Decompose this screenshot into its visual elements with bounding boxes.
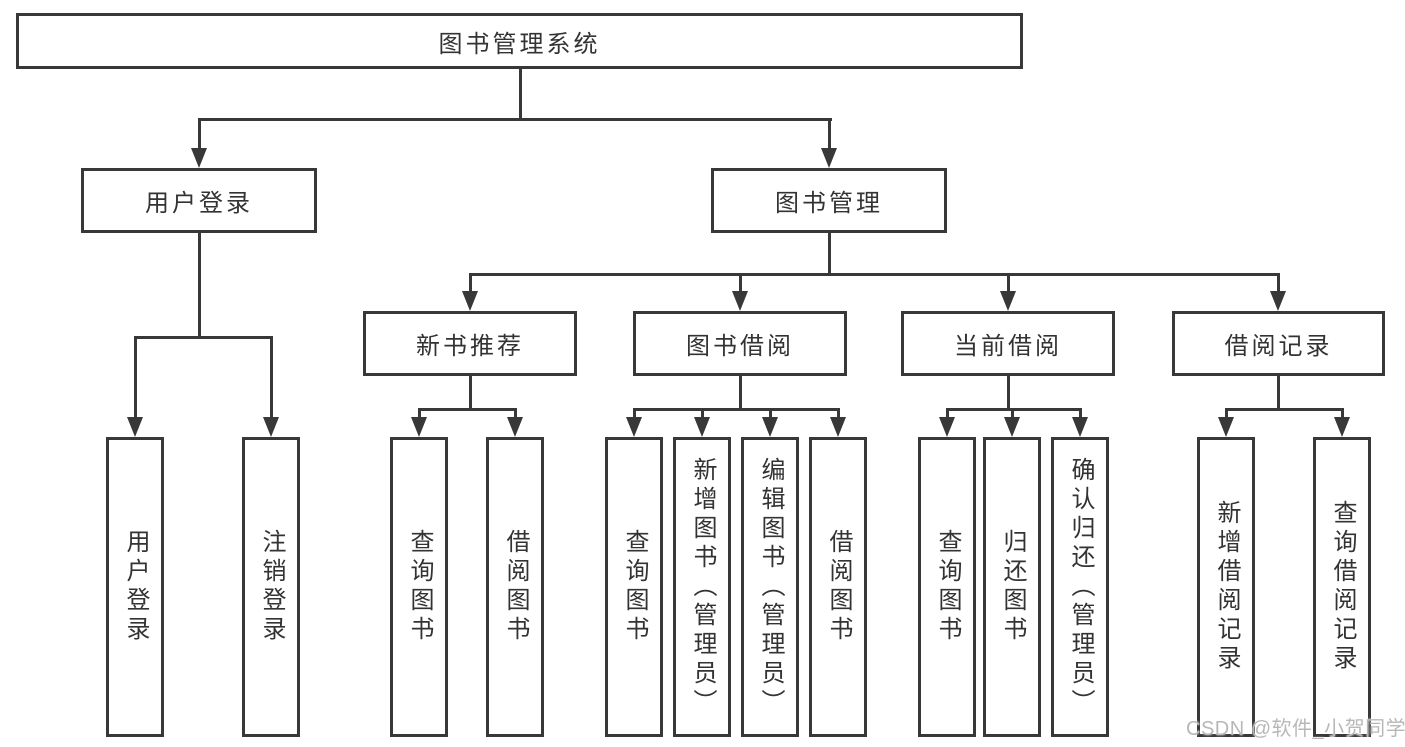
leaf-borrow-book-recommend: 借阅图书 (486, 437, 544, 737)
node-current-borrowing: 当前借阅 (901, 311, 1115, 376)
leaf-user-login: 用户登录 (106, 437, 164, 737)
connector-nb-leaf2-shaft (514, 408, 517, 420)
leaf-query-book-recommend: 查询图书 (390, 437, 448, 737)
arrowhead-cb-leaf3 (1072, 417, 1088, 437)
arrowhead-bb-leaf1 (626, 417, 642, 437)
connector-level2-rail (198, 118, 832, 121)
node-current-borrowing-label: 当前借阅 (954, 333, 1062, 360)
leaf-confirm-return-admin: 确认归还（管理员） (1051, 437, 1109, 737)
leaf-query-book-borrowing-label: 查询图书 (621, 529, 648, 645)
arrowhead-leaf-user-login (127, 417, 143, 437)
node-book-borrowing: 图书借阅 (633, 311, 847, 376)
node-borrow-records-label: 借阅记录 (1224, 333, 1333, 360)
arrowhead-book-management (821, 148, 837, 168)
leaf-add-borrow-record: 新增借阅记录 (1197, 437, 1255, 737)
connector-book-management-shaft (828, 118, 831, 151)
connector-current-borrowing-stem (1007, 376, 1010, 411)
connector-br-leaf2-shaft (1341, 408, 1344, 420)
leaf-return-book-label: 归还图书 (999, 529, 1026, 645)
arrowhead-cb-leaf1 (939, 417, 955, 437)
node-root-label: 图书管理系统 (438, 30, 601, 58)
arrowhead-cb-leaf2 (1004, 417, 1020, 437)
leaf-borrow-book-borrowing: 借阅图书 (809, 437, 867, 737)
connector-bb-leaf4-shaft (837, 408, 840, 420)
connector-book-borrowing-shaft (739, 273, 742, 293)
connector-new-book-rail (418, 408, 517, 411)
arrowhead-current-borrowing (1000, 291, 1016, 311)
node-book-management: 图书管理 (711, 168, 947, 233)
leaf-query-book-current-label: 查询图书 (934, 529, 961, 645)
connector-borrow-records-rail (1225, 408, 1344, 411)
connector-bb-leaf2-shaft (701, 408, 704, 420)
leaf-edit-book-admin: 编辑图书（管理员） (741, 437, 799, 737)
leaf-confirm-return-admin-label: 确认归还（管理员） (1067, 456, 1094, 718)
leaf-return-book: 归还图书 (983, 437, 1041, 737)
connector-new-book-stem (469, 376, 472, 411)
arrowhead-leaf-logout (263, 417, 279, 437)
leaf-query-book-current: 查询图书 (918, 437, 976, 737)
leaf-add-book-admin: 新增图书（管理员） (673, 437, 731, 737)
node-book-management-label: 图书管理 (775, 190, 883, 217)
leaf-logout: 注销登录 (242, 437, 300, 737)
arrowhead-book-borrowing (732, 291, 748, 311)
arrowhead-bb-leaf2 (694, 417, 710, 437)
node-borrow-records: 借阅记录 (1172, 311, 1385, 376)
connector-br-leaf1-shaft (1225, 408, 1228, 420)
leaf-logout-label: 注销登录 (258, 529, 285, 645)
leaf-edit-book-admin-label: 编辑图书（管理员） (757, 456, 784, 718)
connector-bb-leaf3-shaft (769, 408, 772, 420)
leaf-add-book-admin-label: 新增图书（管理员） (689, 456, 716, 718)
arrowhead-borrow-records (1270, 291, 1286, 311)
connector-borrow-records-shaft (1277, 273, 1280, 293)
node-new-book-recommend-label: 新书推荐 (416, 333, 524, 360)
connector-book-borrowing-rail (633, 408, 840, 411)
leaf-borrow-book-borrowing-label: 借阅图书 (825, 529, 852, 645)
connector-borrow-records-stem (1277, 376, 1280, 411)
arrowhead-user-login (191, 148, 207, 168)
arrowhead-bb-leaf3 (762, 417, 778, 437)
leaf-user-login-label: 用户登录 (122, 529, 149, 645)
node-book-borrowing-label: 图书借阅 (686, 333, 794, 360)
connector-root-stem (519, 69, 522, 121)
connector-bb-leaf1-shaft (633, 408, 636, 420)
leaf-query-borrow-record: 查询借阅记录 (1313, 437, 1371, 737)
node-root: 图书管理系统 (16, 13, 1023, 69)
connector-book-management-stem (828, 233, 831, 276)
arrowhead-br-leaf2 (1334, 417, 1350, 437)
arrowhead-nb-leaf2 (507, 417, 523, 437)
connector-current-borrowing-rail (946, 408, 1082, 411)
leaf-query-book-recommend-label: 查询图书 (406, 529, 433, 645)
connector-user-login-shaft (198, 118, 201, 151)
connector-new-book-shaft (469, 273, 472, 293)
leaf-query-borrow-record-label: 查询借阅记录 (1329, 500, 1356, 674)
arrowhead-bb-leaf4 (830, 417, 846, 437)
arrowhead-br-leaf1 (1218, 417, 1234, 437)
csdn-watermark: CSDN @软件_小贺同学 (1186, 718, 1405, 740)
connector-level3-rail (469, 273, 1280, 276)
connector-cb-leaf1-shaft (946, 408, 949, 420)
connector-cb-leaf2-shaft (1011, 408, 1014, 420)
connector-user-login-stem (198, 233, 201, 339)
leaf-add-borrow-record-label: 新增借阅记录 (1213, 500, 1240, 674)
leaf-borrow-book-recommend-label: 借阅图书 (502, 529, 529, 645)
node-user-login-label: 用户登录 (145, 190, 253, 217)
arrowhead-new-book (462, 291, 478, 311)
leaf-query-book-borrowing: 查询图书 (605, 437, 663, 737)
connector-leaf-logout-shaft (270, 336, 273, 419)
connector-book-borrowing-stem (739, 376, 742, 411)
node-new-book-recommend: 新书推荐 (363, 311, 577, 376)
connector-current-borrowing-shaft (1007, 273, 1010, 293)
connector-nb-leaf1-shaft (418, 408, 421, 420)
arrowhead-nb-leaf1 (411, 417, 427, 437)
connector-leaf-user-login-shaft (134, 336, 137, 419)
connector-user-login-rail (134, 336, 273, 339)
node-user-login: 用户登录 (81, 168, 317, 233)
connector-cb-leaf3-shaft (1079, 408, 1082, 420)
